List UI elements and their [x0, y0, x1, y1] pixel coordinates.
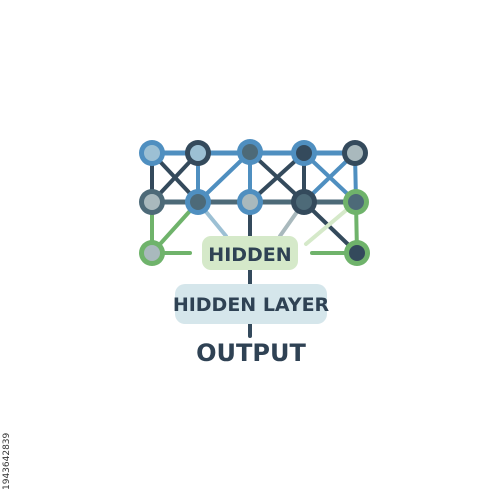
hidden-layer-label: HIDDEN LAYER — [173, 284, 330, 324]
hidden-label-box — [202, 236, 298, 270]
output-label: OUTPUT — [196, 339, 306, 367]
stock-id-text: 1943642839 — [2, 432, 12, 490]
network-node-core — [242, 144, 258, 160]
network-node-core — [296, 145, 312, 161]
network-node-core — [347, 145, 363, 161]
hidden-layer-label-box — [175, 284, 327, 324]
network-node-core — [190, 145, 206, 161]
hidden-label-text: HIDDEN — [208, 244, 291, 266]
network-nodes — [139, 139, 370, 266]
network-node-core — [190, 194, 206, 210]
network-node-core — [144, 145, 160, 161]
network-node-core — [296, 194, 312, 210]
network-node-core — [349, 245, 365, 261]
network-node-core — [242, 194, 258, 210]
network-node-core — [348, 194, 364, 210]
network-node-core — [144, 245, 160, 261]
hidden-layer-label-text: HIDDEN LAYER — [173, 294, 330, 316]
hidden-label: HIDDEN — [202, 236, 298, 270]
network-node-core — [144, 194, 160, 210]
